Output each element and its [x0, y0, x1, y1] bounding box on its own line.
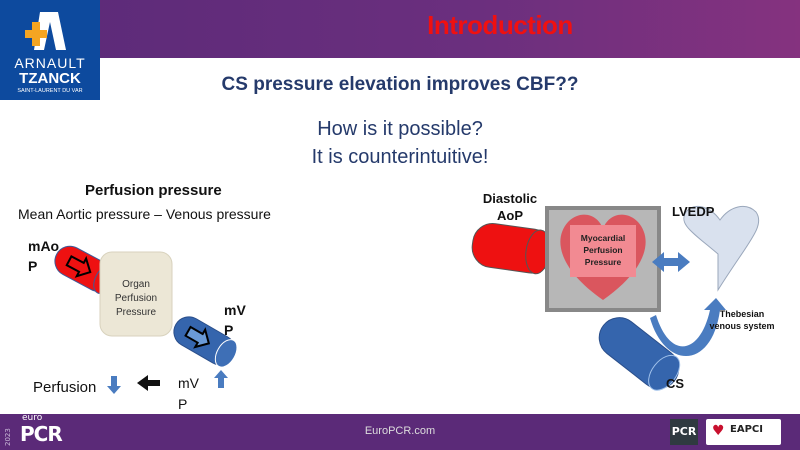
- footer-euro: euro: [22, 413, 43, 423]
- aorta-tube: [471, 223, 553, 275]
- myocardial-label-box: [570, 225, 636, 277]
- flow-arrow-icon: [65, 255, 92, 278]
- footer-year: 2023: [4, 428, 12, 446]
- heart-logo-icon: ♥: [712, 423, 725, 439]
- cs-label: CS: [666, 376, 685, 391]
- left-arrow-icon: [137, 375, 160, 391]
- question-line1: How is it possible?: [317, 118, 483, 140]
- flow-arrow-icon: [184, 325, 211, 349]
- eapci-logo: ♥ EAPCI: [706, 419, 781, 445]
- logo-a-icon: [25, 12, 66, 50]
- footer-url[interactable]: EuroPCR.com: [364, 425, 436, 437]
- eapci-label: EAPCI: [730, 424, 763, 435]
- slide-footer: [0, 414, 800, 450]
- perfusion-heading: Perfusion pressure: [85, 182, 222, 199]
- perfusion-formula: Mean Aortic pressure – Venous pressure: [18, 206, 271, 222]
- thebesian-arrow-icon: [650, 298, 726, 357]
- lvedp-label: LVEDP: [672, 204, 715, 219]
- logo-line2: TZANCK: [19, 70, 81, 87]
- pcr-logo: PCR: [670, 419, 698, 445]
- question-line2: It is counterintuitive!: [311, 146, 489, 168]
- hospital-logo: ARNAULT TZANCK SAINT-LAURENT DU VAR: [0, 0, 100, 100]
- organ-perfusion-diagram: [54, 245, 238, 394]
- slide-subtitle: CS pressure elevation improves CBF??: [221, 74, 579, 95]
- logo-line1: ARNAULT: [14, 55, 86, 71]
- lv-heart-icon: [683, 205, 760, 292]
- up-arrow-icon: [214, 370, 228, 388]
- logo-line3: SAINT-LAURENT DU VAR: [17, 88, 83, 94]
- organ-box: [99, 251, 173, 337]
- myocardial-perfusion-diagram: [471, 205, 760, 391]
- vein-tube: [173, 316, 238, 368]
- europcr-logo: PCR: [20, 422, 63, 446]
- perfusion-label: Perfusion: [33, 379, 97, 396]
- slide-title: Introduction: [427, 10, 573, 40]
- slide-header: [0, 0, 800, 58]
- down-arrow-icon: [107, 376, 121, 394]
- cs-tube: [598, 317, 681, 391]
- bidirectional-arrow-icon: [652, 252, 690, 272]
